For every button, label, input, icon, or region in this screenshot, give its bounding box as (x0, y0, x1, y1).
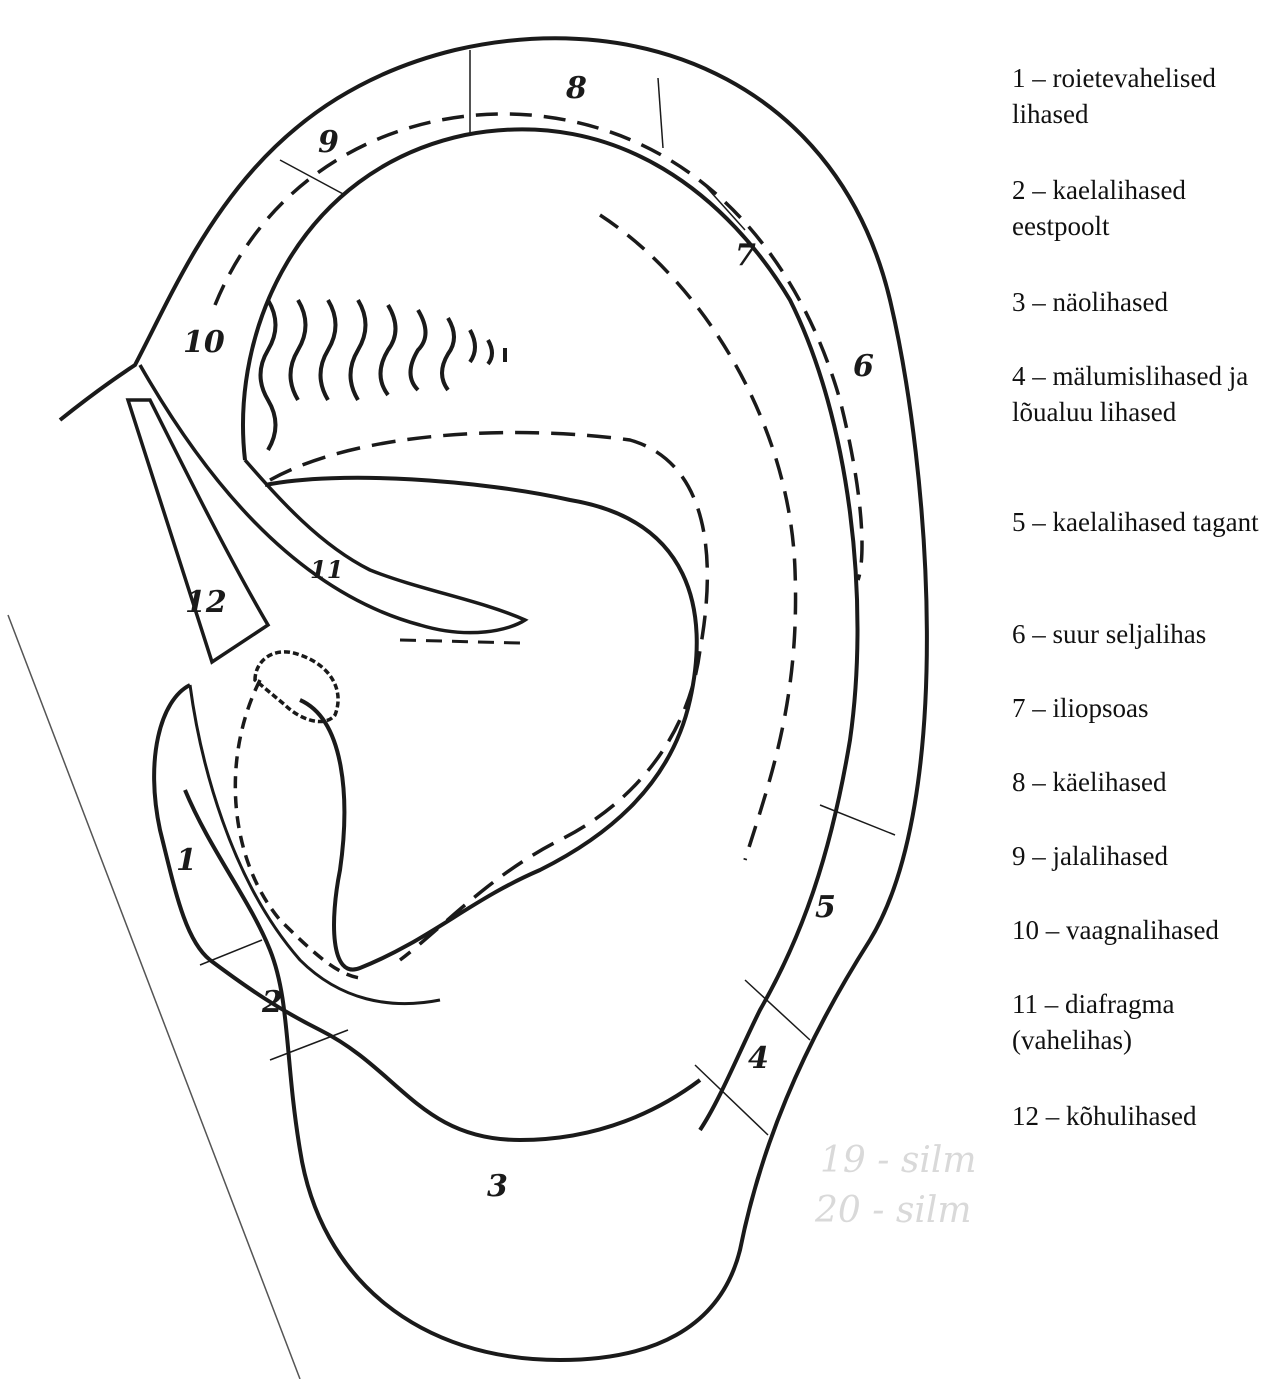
region-11-dashed (400, 640, 520, 643)
divider-5-lower (745, 980, 810, 1040)
region-label-1: 1 (176, 843, 197, 878)
region-label-5: 5 (815, 890, 836, 925)
helix-dashed-line (215, 114, 862, 580)
legend-item-6: 6 – suur seljalihas (1012, 616, 1270, 652)
antihelix-upper-line (270, 433, 707, 960)
region-label-3: 3 (487, 1169, 508, 1204)
helix-inner-line (243, 129, 857, 1130)
legend-item-11: 11 – diafragma (vahelihas) (1012, 986, 1270, 1058)
region-label-12: 12 (185, 585, 227, 620)
region-label-6: 6 (853, 349, 874, 384)
divider-8-right (658, 78, 663, 148)
region-label-7: 7 (735, 238, 756, 273)
divider-9 (280, 160, 345, 195)
region-label-9: 9 (318, 125, 339, 160)
legend-item-9: 9 – jalalihased (1012, 838, 1270, 874)
page-edge-line (8, 615, 300, 1379)
concha-line (265, 478, 697, 970)
legend-item-3: 3 – näolihased (1012, 284, 1270, 320)
antihelix-dashed-line (600, 215, 796, 860)
region-label-10: 10 (183, 325, 225, 360)
region-label-11: 11 (310, 555, 343, 584)
ear-outline (60, 38, 927, 1360)
region-12-shape (128, 400, 268, 662)
legend-item-7: 7 – iliopsoas (1012, 690, 1270, 726)
tragus-blob (255, 652, 338, 722)
concha-dashed-lower (235, 680, 360, 978)
region-label-2: 2 (261, 985, 283, 1020)
legend-item-12: 12 – kõhulihased (1012, 1098, 1270, 1134)
region-label-4: 4 (748, 1041, 769, 1076)
legend-item-1: 1 – roietevahelised lihased (1012, 60, 1270, 132)
divider-1 (200, 940, 262, 965)
wavy-hatching (261, 300, 506, 450)
legend-item-4: 4 – mälumislihased ja lõualuu lihased (1012, 358, 1270, 430)
tragus-line (190, 685, 440, 1004)
legend-item-8: 8 – käelihased (1012, 764, 1270, 800)
divider-7 (700, 180, 745, 230)
region-label-8: 8 (565, 71, 587, 106)
legend-item-10: 10 – vaagnalihased (1012, 912, 1270, 948)
legend-item-5: 5 – kaelalihased tagant (1012, 504, 1270, 540)
intertragic-line (154, 685, 700, 1140)
legend-item-2: 2 – kaelalihased eestpoolt (1012, 172, 1270, 244)
divider-2-lower (270, 1030, 348, 1060)
